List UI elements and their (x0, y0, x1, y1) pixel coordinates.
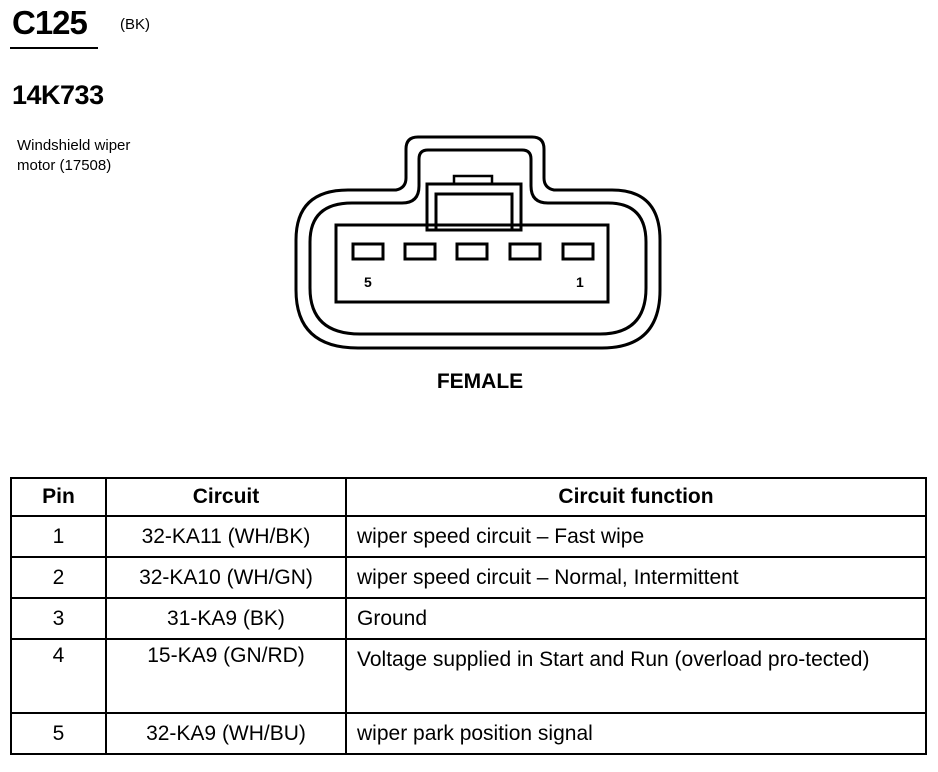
row-pin: 4 (10, 638, 107, 714)
row-circuit: 32-KA9 (WH/BU) (105, 712, 347, 755)
header-circuit-function: Circuit function (345, 477, 927, 517)
table-row: 5 32-KA9 (WH/BU) wiper park position sig… (10, 712, 927, 755)
pin-label-left: 5 (364, 274, 372, 290)
connector-gender: FEMALE (436, 370, 524, 393)
header-circuit: Circuit (105, 477, 347, 517)
pin-4 (403, 242, 437, 261)
connector-color: (BK) (120, 16, 150, 33)
pin-2 (508, 242, 542, 261)
row-pin: 5 (10, 712, 107, 755)
pin-label-right: 1 (576, 274, 584, 290)
table-row: 3 31-KA9 (BK) Ground (10, 597, 927, 640)
locking-tab-outer (425, 182, 523, 232)
title-underline (10, 47, 98, 49)
row-pin: 3 (10, 597, 107, 640)
pin-5 (351, 242, 385, 261)
row-function: Voltage supplied in Start and Run (overl… (345, 638, 927, 714)
connector-inner-housing (308, 148, 648, 336)
row-pin: 2 (10, 556, 107, 599)
row-function: wiper speed circuit – Fast wipe (345, 515, 927, 558)
row-function: Ground (345, 597, 927, 640)
table-row: 2 32-KA10 (WH/GN) wiper speed circuit – … (10, 556, 927, 599)
locking-tab-inner (434, 192, 514, 232)
table-header-row: Pin Circuit Circuit function (10, 477, 927, 517)
row-circuit: 32-KA11 (WH/BK) (105, 515, 347, 558)
header-pin: Pin (10, 477, 107, 517)
row-function: wiper park position signal (345, 712, 927, 755)
pinout-table: Pin Circuit Circuit function 1 32-KA11 (… (10, 477, 927, 755)
part-description-line-1: Windshield wiper (17, 137, 131, 154)
row-function: wiper speed circuit – Normal, Intermitte… (345, 556, 927, 599)
connector-id: C125 (12, 4, 88, 41)
pin-3 (455, 242, 489, 261)
table-row: 1 32-KA11 (WH/BK) wiper speed circuit – … (10, 515, 927, 558)
table-row: 4 15-KA9 (GN/RD) Voltage supplied in Sta… (10, 638, 927, 714)
connector-face-diagram (294, 135, 662, 350)
row-circuit: 15-KA9 (GN/RD) (105, 638, 347, 714)
part-description-line-2: motor (17508) (17, 157, 112, 174)
pin-1 (561, 242, 595, 261)
connector-outer-housing (294, 135, 662, 350)
part-number: 14K733 (12, 80, 104, 110)
row-pin: 1 (10, 515, 107, 558)
row-circuit: 32-KA10 (WH/GN) (105, 556, 347, 599)
terminal-cavity (334, 223, 610, 304)
row-circuit: 31-KA9 (BK) (105, 597, 347, 640)
part-description: Windshield wiper motor (17508) (17, 136, 130, 176)
